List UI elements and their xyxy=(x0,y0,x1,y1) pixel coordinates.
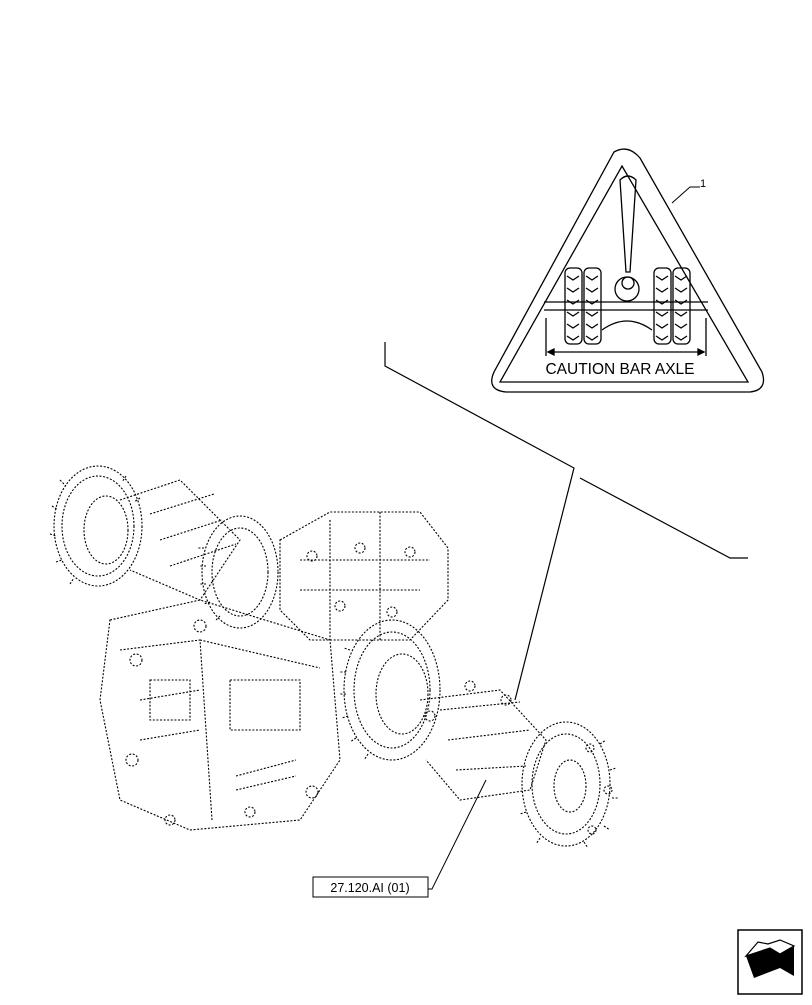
decal-left-wheels-icon xyxy=(564,267,602,345)
reference-callout-label[interactable]: 27.120.AI (01) xyxy=(330,881,409,895)
right-hub-flange xyxy=(519,721,618,849)
decal-hub xyxy=(614,276,640,302)
upper-gear-ring xyxy=(198,515,279,629)
reference-callout-box[interactable] xyxy=(312,876,429,898)
right-axle-housing xyxy=(419,689,547,801)
decal-caution-text: CAUTION BAR AXLE xyxy=(545,361,694,378)
transmission-top-case xyxy=(279,511,449,641)
callout-item-1-number: 1 xyxy=(700,178,706,190)
caution-decal xyxy=(491,148,765,393)
callout-item-1: 1 xyxy=(671,178,706,204)
decal-outer-triangle xyxy=(491,148,765,393)
lower-gear-ring xyxy=(340,619,441,761)
decal-inner-triangle xyxy=(498,164,750,383)
exclamation-icon xyxy=(619,175,637,273)
left-axle-housing xyxy=(119,479,241,601)
decal-right-wheels-icon xyxy=(653,267,691,345)
next-page-arrow-icon[interactable] xyxy=(737,929,803,995)
decal-width-dimension xyxy=(545,318,707,357)
rear-axle-transmission-assembly xyxy=(49,465,618,849)
reference-callout[interactable]: 27.120.AI (01) xyxy=(312,779,487,898)
left-hub-flange xyxy=(49,465,143,587)
leader-lines xyxy=(384,342,748,701)
transmission-front-housing xyxy=(99,599,341,831)
